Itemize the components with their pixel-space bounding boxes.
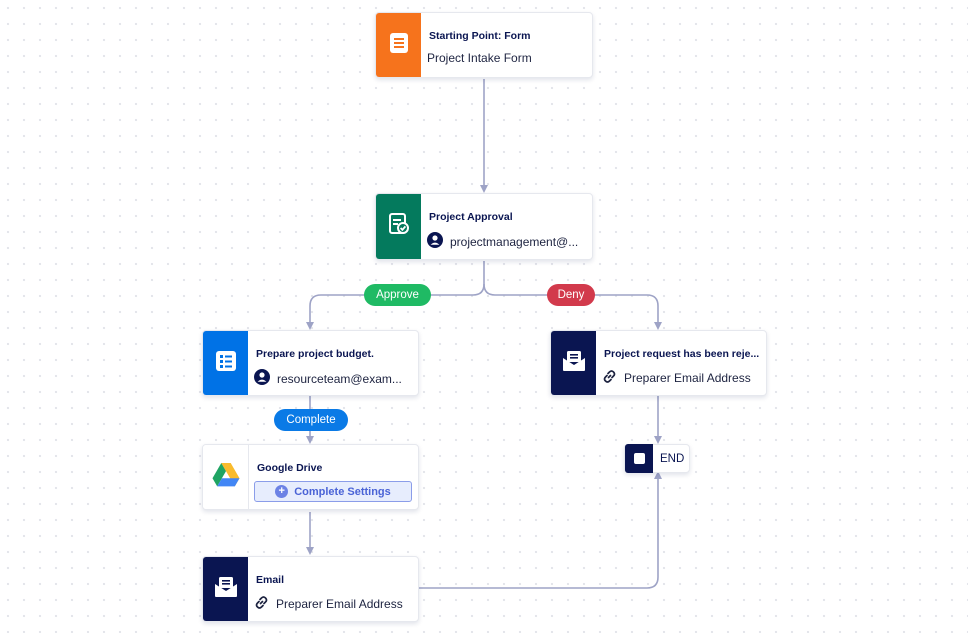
- task-list-icon: [215, 350, 237, 377]
- drive-node-icon-tile: [203, 445, 249, 509]
- approval-node-title: Project Approval: [429, 211, 513, 223]
- complete-settings-button[interactable]: + Complete Settings: [254, 481, 412, 502]
- end-node-label: END: [660, 452, 685, 465]
- budget-node-assignee: resourceteam@exam...: [277, 371, 402, 386]
- user-icon: [427, 232, 443, 251]
- deny-branch-label[interactable]: Deny: [547, 284, 595, 306]
- plus-icon: +: [275, 485, 289, 498]
- approval-node-assignee: projectmanagement@...: [450, 234, 579, 249]
- approval-node-icon-tile: [376, 194, 421, 259]
- google-drive-icon: [212, 462, 240, 492]
- end-node[interactable]: END: [624, 444, 690, 473]
- form-icon: [389, 32, 409, 59]
- budget-node-icon-tile: [203, 331, 248, 395]
- approve-branch-label[interactable]: Approve: [364, 284, 431, 306]
- start-node-subtitle: Project Intake Form: [427, 51, 532, 65]
- connector-email-end: [418, 471, 662, 589]
- complete-branch-label[interactable]: Complete: [274, 409, 348, 431]
- drive-node-title: Google Drive: [257, 462, 323, 474]
- link-icon: [602, 369, 617, 387]
- rejected-node-title: Project request has been reje...: [604, 348, 760, 360]
- approval-icon: [388, 212, 410, 241]
- google-drive-node[interactable]: Google Drive + Complete Settings: [202, 444, 419, 510]
- link-icon: [254, 595, 269, 613]
- start-node-icon-tile: [376, 13, 421, 77]
- rejected-node-icon-tile: [551, 331, 596, 395]
- email-node[interactable]: Email Preparer Email Address: [202, 556, 419, 622]
- stop-icon: [625, 444, 653, 473]
- approval-node[interactable]: Project Approval projectmanagement@...: [375, 193, 593, 260]
- start-node-title: Starting Point: Form: [429, 30, 531, 42]
- budget-task-node[interactable]: Prepare project budget. resourceteam@exa…: [202, 330, 419, 396]
- email-node-icon-tile: [203, 557, 248, 621]
- email-node-title: Email: [256, 574, 285, 586]
- user-icon: [254, 369, 270, 388]
- email-node-recipient: Preparer Email Address: [276, 597, 403, 611]
- budget-node-title: Prepare project budget.: [256, 348, 374, 360]
- start-node[interactable]: Starting Point: Form Project Intake Form: [375, 12, 593, 78]
- mail-icon: [562, 350, 586, 377]
- mail-icon: [214, 576, 238, 603]
- complete-settings-label: Complete Settings: [294, 485, 391, 498]
- rejected-node-recipient: Preparer Email Address: [624, 371, 751, 385]
- rejected-email-node[interactable]: Project request has been reje... Prepare…: [550, 330, 767, 396]
